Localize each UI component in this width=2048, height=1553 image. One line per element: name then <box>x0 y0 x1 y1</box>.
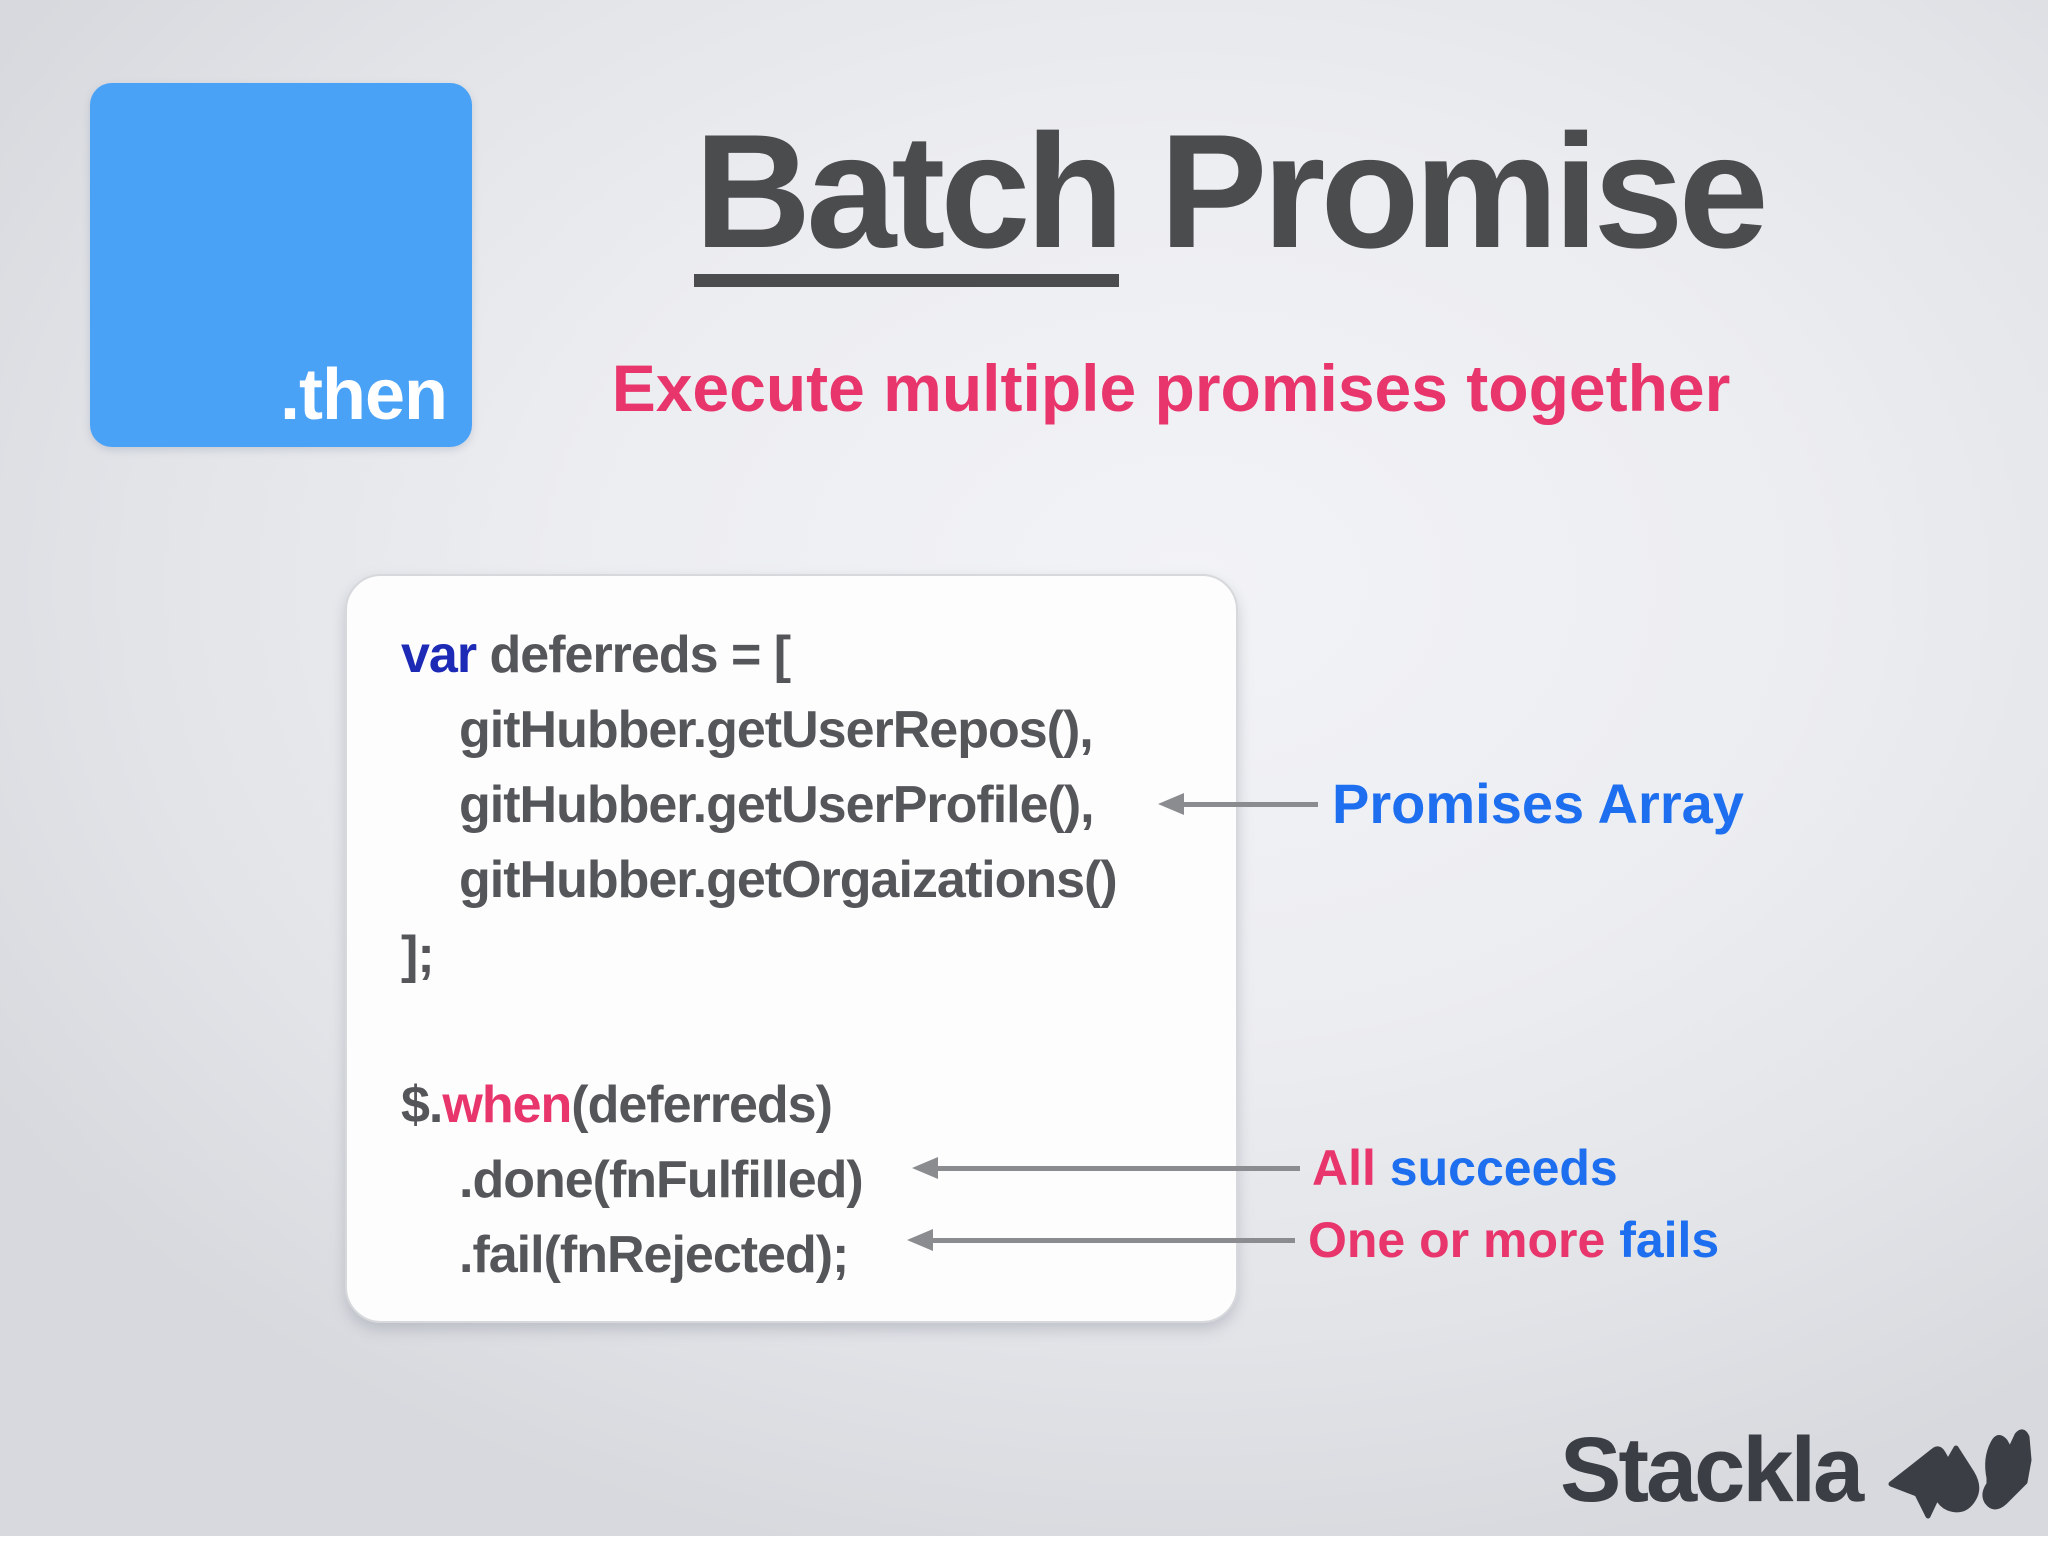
annotation-label-part: One or more <box>1308 1212 1620 1268</box>
code-token: .done(fnFulfilled) <box>459 1151 864 1209</box>
arrow-line <box>934 1165 1300 1171</box>
annotation-label: Promises Array <box>1332 774 1744 834</box>
annotation-label: All succeeds <box>1312 1138 1618 1198</box>
arrow-left-icon <box>912 1157 938 1179</box>
annotation-label-part: fails <box>1619 1212 1720 1268</box>
code-token: deferreds = [ <box>476 626 792 684</box>
annotation-label-part: succeeds <box>1389 1140 1618 1196</box>
code-line: ]; <box>401 918 1216 993</box>
annotation-promises-array: Promises Array <box>1150 774 1910 834</box>
code-token: (deferreds) <box>571 1076 833 1134</box>
code-token: when <box>442 1076 572 1134</box>
code-line: gitHubber.getOrgaizations() <box>401 843 1216 918</box>
subtitle: Execute multiple promises together <box>611 351 1731 425</box>
then-badge-label: .then <box>280 355 448 435</box>
code-token: var <box>401 626 477 684</box>
annotation-label-part: Promises Array <box>1332 772 1744 835</box>
code-line: var deferreds = [ <box>401 618 1216 693</box>
code-line <box>401 993 1216 1068</box>
code-card: var deferreds = [ gitHubber.getUserRepos(… <box>345 574 1238 1323</box>
code-line: .fail(fnRejected); <box>401 1218 1216 1293</box>
code-line: gitHubber.getUserRepos(), <box>401 693 1216 768</box>
annotation-label: One or more fails <box>1308 1210 1719 1270</box>
stackla-logo-text: Stackla <box>1560 1419 1864 1521</box>
code-line: $.when(deferreds) <box>401 1068 1216 1143</box>
code-line: gitHubber.getUserProfile(), <box>401 768 1216 843</box>
annotation-one-or-more-fails: One or more fails <box>900 1210 1719 1270</box>
code-token: gitHubber.getUserProfile(), <box>459 776 1095 834</box>
code-token: gitHubber.getOrgaizations() <box>459 851 1118 909</box>
title-underlined-word: Batch <box>694 111 1124 287</box>
code-token: .fail(fnRejected); <box>459 1226 849 1284</box>
then-badge: .then <box>90 83 472 447</box>
stackla-logo-mark-icon <box>1877 1418 2047 1553</box>
annotation-all-succeeds: All succeeds <box>905 1138 1665 1198</box>
stackla-logo: Stackla <box>1560 1424 2047 1553</box>
code-lines: var deferreds = [ gitHubber.getUserRepos(… <box>401 618 1216 1293</box>
code-line: .done(fnFulfilled) <box>401 1143 1216 1218</box>
code-token: gitHubber.getUserRepos(), <box>459 701 1094 759</box>
code-token: $. <box>401 1076 443 1134</box>
arrow-line <box>929 1237 1295 1243</box>
arrow-left-icon <box>1158 793 1184 815</box>
title-rest: Promise <box>1119 101 1768 282</box>
code-token: ]; <box>401 926 435 984</box>
page-title: Batch Promise <box>624 111 1834 287</box>
annotation-label-part: All <box>1312 1140 1390 1196</box>
arrow-left-icon <box>907 1229 933 1251</box>
arrow-line <box>1180 801 1318 807</box>
